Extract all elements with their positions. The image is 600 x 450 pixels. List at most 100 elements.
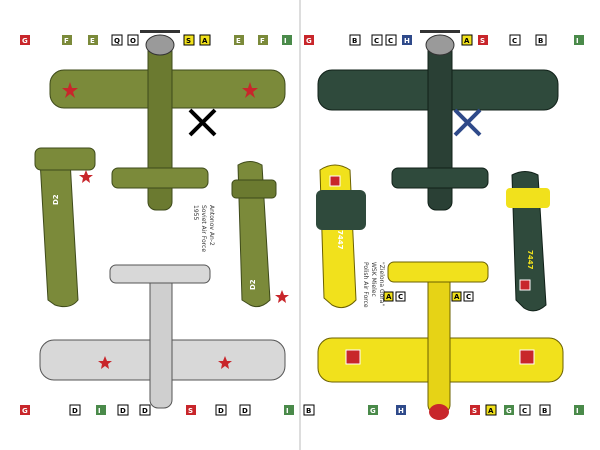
decal-tag (111, 34, 123, 46)
right-aircraft-bottom-view (317, 261, 564, 420)
decal-tag (88, 35, 98, 45)
decal-tag (239, 404, 251, 416)
red-star (275, 290, 289, 303)
tailplane (111, 167, 209, 189)
decal-tag-label: S (186, 37, 191, 45)
decal-tag (234, 35, 244, 45)
decal-tag (183, 34, 195, 46)
decal-tag-label: A (454, 293, 460, 301)
decal-tag-label: S (188, 407, 193, 415)
decal-tag (461, 34, 473, 46)
decal-tag-label: I (286, 407, 289, 415)
decal-tag-label: C (388, 37, 393, 45)
decal-tag-label: H (404, 37, 410, 45)
decal-tag-label: I (576, 407, 579, 415)
decal-tag-label: S (480, 37, 485, 45)
decal-tag (139, 404, 151, 416)
decal-tag (402, 35, 412, 45)
checker-insignia (345, 349, 361, 365)
tailplane (391, 167, 489, 189)
decal-tag-label: H (398, 407, 404, 415)
decal-tag-label: S (472, 407, 477, 415)
decal-tag (539, 404, 551, 416)
decal-tag (519, 404, 531, 416)
decal-tag-label: A (464, 37, 470, 45)
decal-tag-label: A (202, 37, 208, 45)
decal-tag-label: B (306, 407, 311, 415)
decal-tag (284, 405, 294, 415)
decal-tag (371, 34, 383, 46)
tailplane-bottom (109, 264, 211, 284)
tailplane-bottom (387, 261, 489, 283)
caption-line: Soviet Air Force (200, 205, 207, 252)
decal-tag (395, 291, 406, 302)
decal-tag (478, 35, 488, 45)
decal-tag (463, 291, 474, 302)
decal-tag (199, 34, 211, 46)
decal-tag (485, 404, 497, 416)
red-star (218, 356, 232, 369)
left-bottom-tags: G D I D D S D D I (20, 404, 294, 416)
spinner (429, 404, 449, 420)
left-aircraft-side-view: D2 (34, 147, 96, 308)
decal-tag (383, 291, 394, 302)
decal-tag (303, 404, 315, 416)
decal-tag (186, 405, 196, 415)
engine (425, 34, 455, 56)
decal-tag (385, 34, 397, 46)
decal-tag-label: I (98, 407, 101, 415)
decal-tag-label: A (488, 407, 494, 415)
right-insignia-cross (453, 108, 482, 137)
decal-tag-label: G (506, 407, 512, 415)
right-aircraft-side-view-2: 7447 (506, 171, 550, 312)
decal-tag-label: C (374, 37, 379, 45)
propeller (140, 30, 180, 33)
caption-line: Antonov An-2 (208, 205, 215, 246)
decal-tag-label: O (130, 37, 136, 45)
decal-tag-label: C (512, 37, 517, 45)
right-caption: "Zielona Gora" WSK Mielec Polish Air For… (362, 262, 385, 308)
wing-root (231, 179, 277, 199)
left-aircraft-top-view (49, 30, 286, 211)
red-star (98, 356, 112, 369)
decal-tag-label: G (22, 407, 28, 415)
right-bottom-tags: B G H S A G C B I (303, 404, 584, 416)
decal-tag (69, 404, 81, 416)
decal-tag-label: B (352, 37, 357, 45)
decal-tag (20, 35, 30, 45)
left-caption: Antonov An-2 Soviet Air Force 1955 (192, 205, 215, 252)
decal-tag-label: C (522, 407, 527, 415)
decal-tag (20, 405, 30, 415)
red-star (62, 82, 78, 98)
decal-tag (509, 34, 521, 46)
decal-tag-label: B (538, 37, 543, 45)
checker-insignia (519, 279, 531, 291)
checker-insignia (519, 349, 535, 365)
caption-line: 1955 (192, 205, 199, 220)
propeller (420, 30, 460, 33)
left-insignia-cross (188, 108, 217, 137)
fuselage-bottom (427, 267, 451, 414)
decal-tag-label: E (236, 37, 241, 45)
caption-line: "Zielona Gora" (378, 262, 385, 306)
aircraft-code-right-2: 7447 (526, 250, 534, 270)
decal-tag-label: D (72, 407, 78, 415)
decal-tag-label: C (466, 293, 471, 301)
aircraft-code-left: D2 (52, 194, 60, 205)
caption-line: WSK Mielec (370, 262, 377, 297)
decal-tag-label: G (22, 37, 28, 45)
decal-tag-label: D (218, 407, 224, 415)
decal-tag (96, 405, 106, 415)
fuselage-side (39, 154, 79, 308)
decal-tag-label: F (260, 37, 265, 45)
camo-panel (316, 190, 366, 230)
decal-tag-label: E (90, 37, 95, 45)
decal-tag-label: I (576, 37, 579, 45)
decal-tag (304, 35, 314, 45)
decal-tag-label: B (542, 407, 547, 415)
decal-tag (117, 404, 129, 416)
left-top-tags: G F E Q O S A E F I (20, 34, 292, 46)
decal-tag-label: G (370, 407, 376, 415)
